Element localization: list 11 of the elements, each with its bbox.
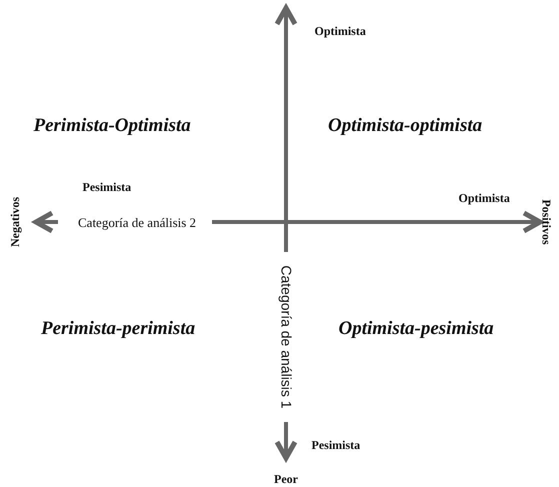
axis-end-label: Optimista <box>458 192 510 204</box>
quadrant-label: Optimista-optimista <box>328 116 482 134</box>
quadrant-label: Perimista-Optimista <box>34 116 191 134</box>
quadrant-label: Perimista-perimista <box>41 318 196 338</box>
axis-end-label: Optimista <box>314 25 366 37</box>
axis-end-label: Negativos <box>9 197 21 247</box>
axis-end-label: Pesimista <box>312 439 360 451</box>
axis-end-label: Pesimista <box>82 181 132 193</box>
quadrant-label: Optimista-pesimista <box>338 318 494 338</box>
axis-end-label: Positivos <box>540 199 552 245</box>
axis-end-label: Peor <box>274 473 298 485</box>
